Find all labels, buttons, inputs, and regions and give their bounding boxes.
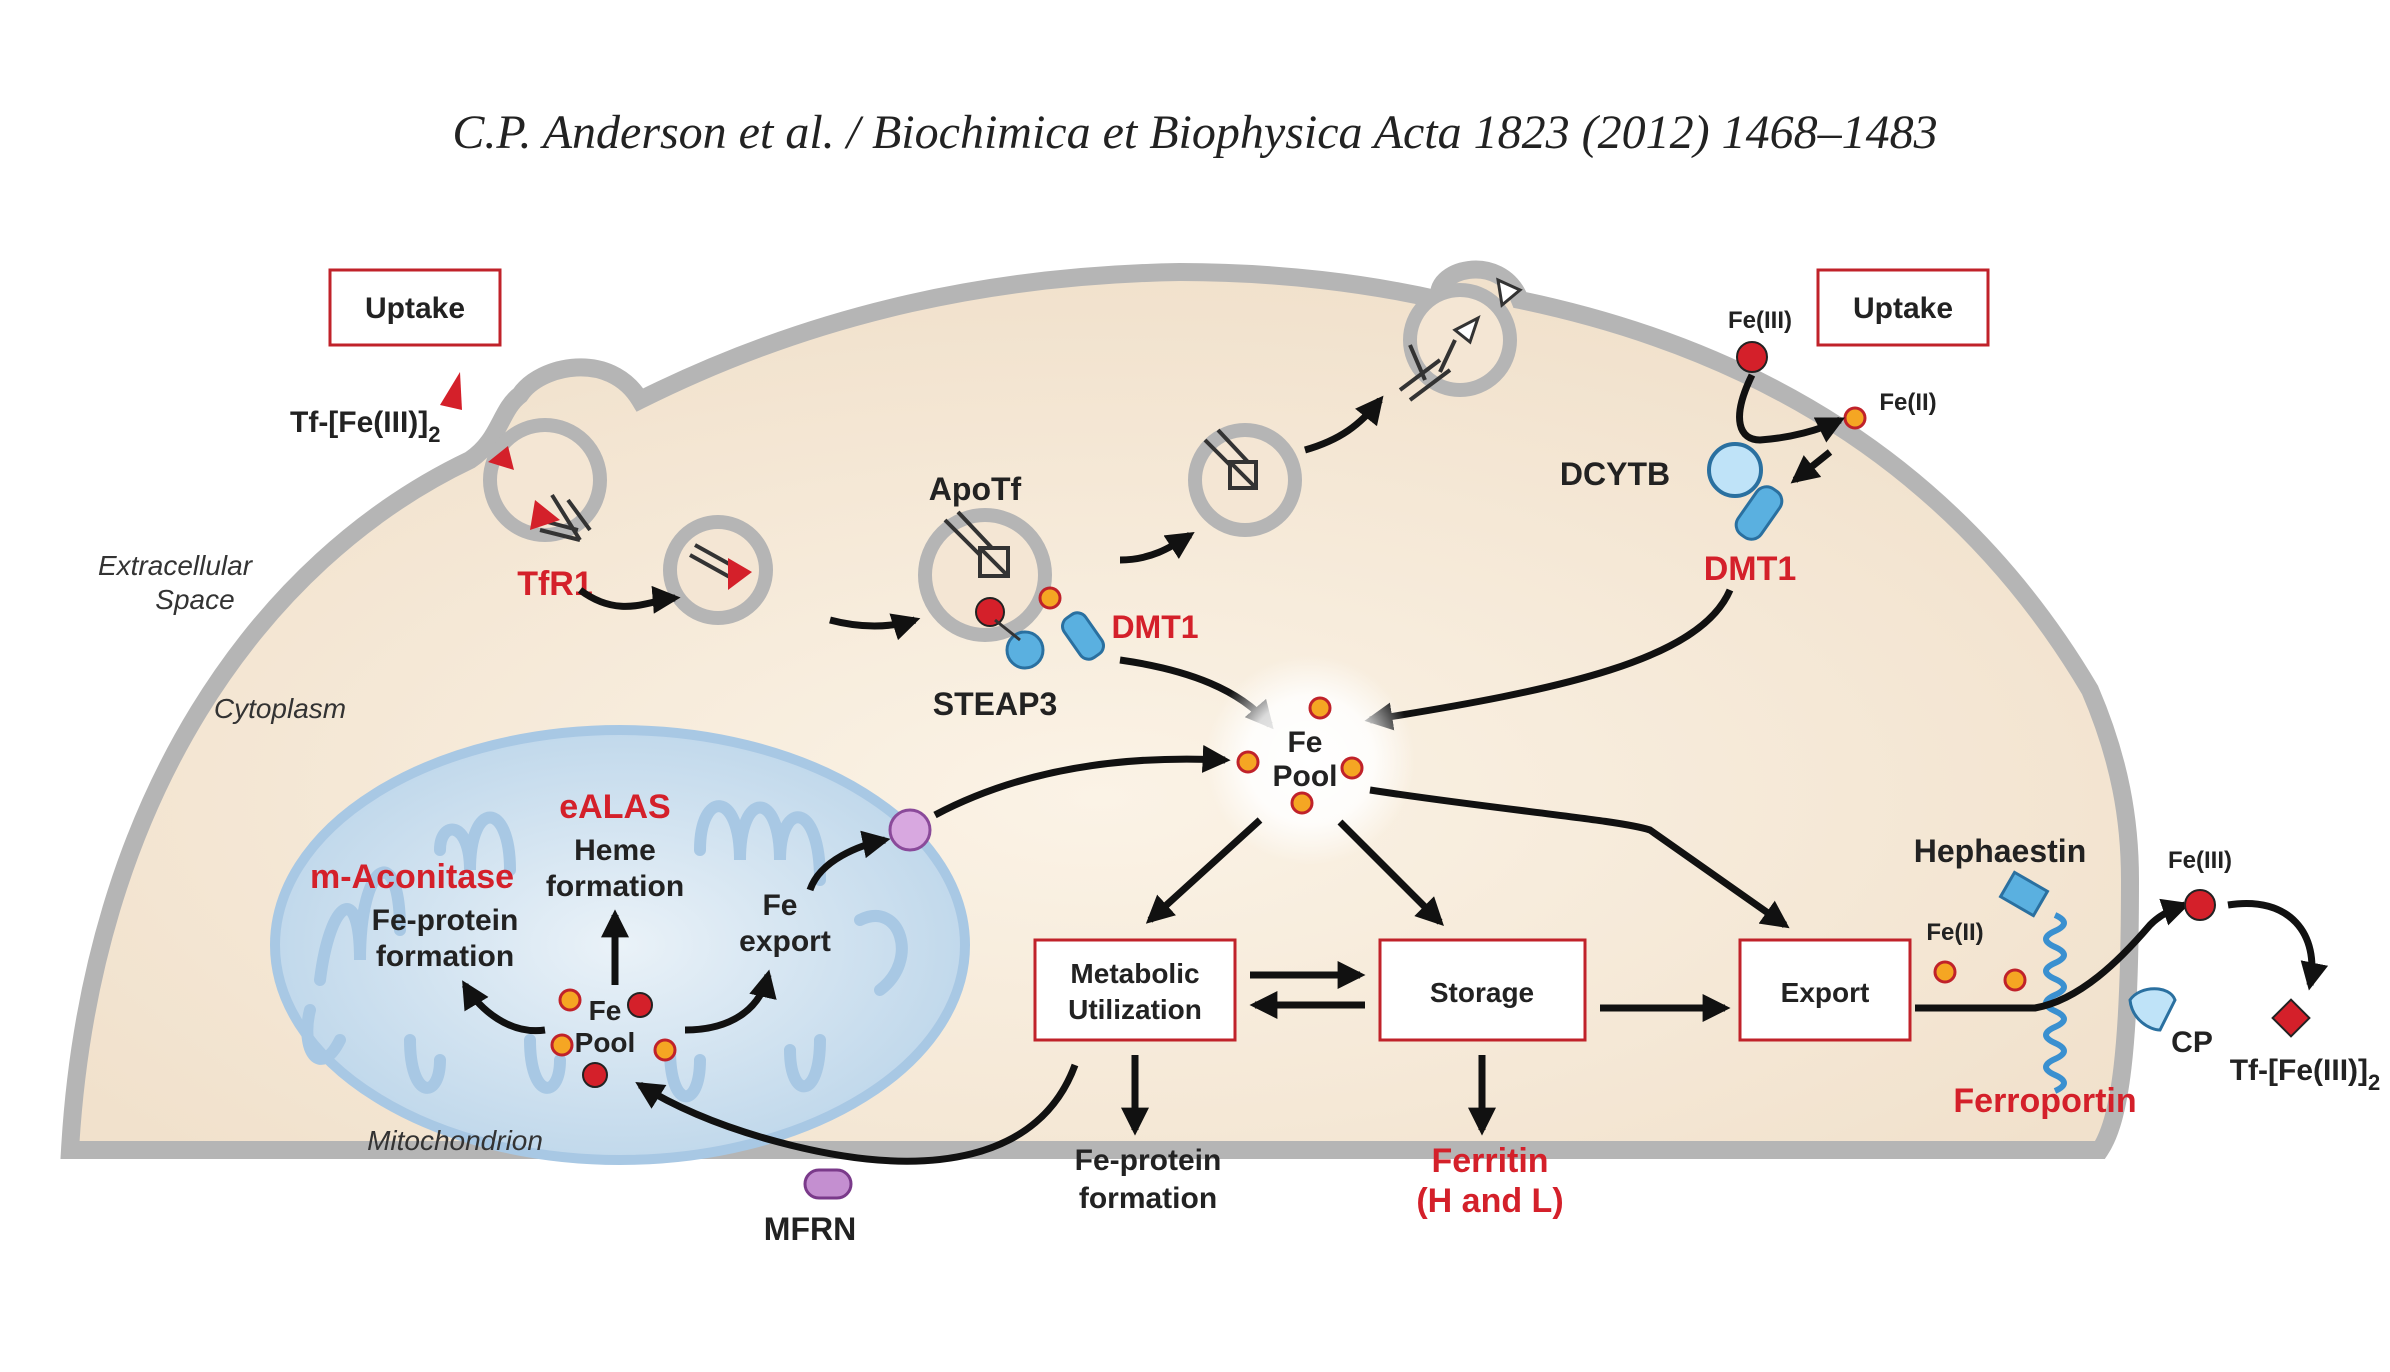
- mfrn-transporter-icon: [803, 1168, 853, 1200]
- hephaestin-label: Hephaestin: [1914, 833, 2086, 869]
- arrow-mito-to-pool: [933, 744, 1231, 819]
- tf-fe-label-left: Tf-[Fe(III)]2: [290, 406, 441, 447]
- fe3-iron-icon: [627, 992, 653, 1018]
- hephaestin-icon: [1998, 870, 2050, 918]
- fe2-iron-icon: [550, 1033, 574, 1057]
- steap3-label: STEAP3: [933, 686, 1057, 722]
- arrow-dmt1-to-pool: [1364, 588, 1734, 731]
- mitochondrion: [270, 725, 970, 1165]
- fe-reduction-stick: [994, 618, 1021, 642]
- arrow-fe-export-up: [806, 830, 891, 892]
- dcytb-protein-icon: [1707, 442, 1763, 498]
- transferrin-icon: [530, 500, 560, 530]
- fe2-right-label: Fe(II): [1926, 919, 1983, 946]
- steap3-protein-icon: [1005, 630, 1045, 670]
- uptake-box-right: Uptake: [1816, 268, 1990, 347]
- ealas-label: eALAS: [559, 788, 670, 826]
- arrow-fe2-to-dmt1: [1790, 449, 1833, 484]
- svg-text:Uptake: Uptake: [1853, 292, 1953, 325]
- dmt1-endosome-icon: [1061, 611, 1105, 661]
- tf-fe-label-right: Tf-[Fe(III)]2: [2230, 1054, 2381, 1095]
- arrow-fe3-to-transferrin: [2227, 900, 2329, 991]
- fe2-iron-icon: [558, 988, 582, 1012]
- arrow-pool-to-export: [1369, 786, 1790, 929]
- fe3-iron-icon: [975, 597, 1005, 627]
- arrow-export-through-ferroportin: [1915, 898, 2191, 1012]
- fe3-iron-icon: [582, 1062, 608, 1088]
- m-aconitase-label: m-Aconitase: [310, 858, 514, 896]
- transferrin-loaded-icon: [2271, 998, 2311, 1038]
- ferroportin-label: Ferroportin: [1953, 1082, 2136, 1120]
- dcytb-label: DCYTB: [1560, 456, 1670, 492]
- fe-pool-glow: [1205, 655, 1415, 865]
- mfrn-label: MFRN: [764, 1211, 856, 1247]
- tfr1-label: TfR1: [517, 565, 593, 603]
- cp-label: CP: [2171, 1026, 2213, 1059]
- tfr1-receptor-icon: [1398, 339, 1457, 402]
- fe3-top-label: Fe(III): [1728, 307, 1792, 334]
- apotf-receptor-icon: [1203, 428, 1258, 490]
- fe2-iron-icon: [653, 1038, 677, 1062]
- arrow-internalization: [577, 585, 681, 614]
- fe2-top-label: Fe(II): [1879, 389, 1936, 416]
- fe2-iron-icon: [1236, 750, 1260, 774]
- fe2-iron-icon: [1933, 960, 1957, 984]
- tfr1-receptor-icon: [539, 493, 592, 542]
- fe2-iron-icon: [1308, 696, 1332, 720]
- svg-text:Export: Export: [1781, 977, 1870, 1008]
- ferritin-label: Ferritin(H and L): [1416, 1142, 1563, 1220]
- journal-citation: C.P. Anderson et al. / Biochimica et Bio…: [452, 106, 1938, 159]
- storage-box: Storage: [1378, 938, 1587, 1042]
- fe2-iron-icon: [1290, 791, 1314, 815]
- transferrin-icon: [488, 446, 514, 470]
- fe3-right-label: Fe(III): [2168, 847, 2232, 874]
- mitochondrion-label: Mitochondrion: [367, 1125, 543, 1156]
- arrow-to-fe-export: [684, 969, 777, 1034]
- arrow-to-recycling: [1119, 531, 1195, 564]
- svg-text:Storage: Storage: [1430, 977, 1534, 1008]
- arrow-to-mitochondrion: [635, 1063, 1079, 1165]
- uptake-box-left: Uptake: [328, 268, 502, 347]
- arrow-to-fe-protein-mito: [461, 980, 546, 1035]
- cytoplasm-label: Cytoplasm: [214, 693, 346, 724]
- fe2-iron-icon: [2003, 968, 2027, 992]
- dmt1-membrane-label: DMT1: [1704, 550, 1797, 588]
- export-box: Export: [1738, 938, 1912, 1042]
- arrow-fe-reduction: [1736, 373, 1846, 444]
- fe3-iron-icon: [1736, 341, 1768, 373]
- transferrin-icon: [728, 558, 752, 590]
- svg-text:Uptake: Uptake: [365, 292, 465, 325]
- arrow-to-endosome: [829, 613, 921, 641]
- apotf-label: ApoTf: [929, 471, 1022, 507]
- apotf-released-icon: [1452, 314, 1481, 345]
- fe2-iron-icon: [1038, 586, 1062, 610]
- apotf-released-icon: [1496, 277, 1523, 308]
- fe3-iron-icon: [2184, 889, 2216, 921]
- ceruloplasmin-icon: [2128, 987, 2177, 1032]
- apotf-receptor-icon: [943, 510, 1010, 578]
- arrow-pool-to-metabolic: [1145, 817, 1263, 924]
- arrow-recycling-to-surface: [1304, 395, 1384, 454]
- fe2-iron-icon: [1340, 756, 1364, 780]
- mito-exporter-icon: [888, 808, 932, 852]
- transferrin-icon: [440, 372, 462, 410]
- dmt1-membrane-icon: [1734, 485, 1784, 541]
- dmt1-endosome-label: DMT1: [1111, 609, 1198, 645]
- arrow-pool-to-storage: [1337, 819, 1444, 926]
- fe2-iron-icon: [1843, 406, 1867, 430]
